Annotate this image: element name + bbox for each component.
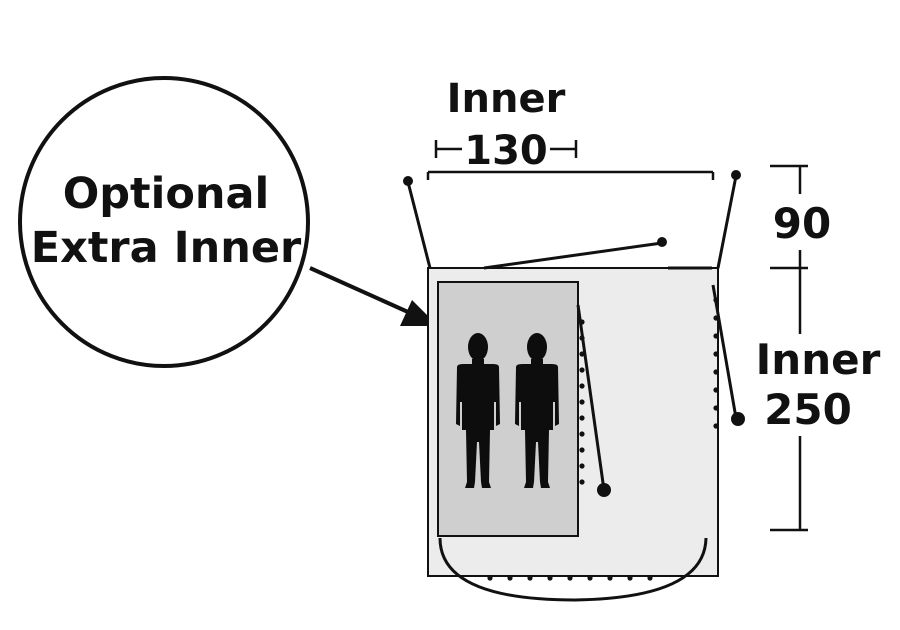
front-hoop (438, 537, 708, 602)
callout-arrow (309, 266, 438, 326)
inner-depth-label: Inner (756, 335, 881, 384)
door-zip-dots (487, 297, 719, 581)
inner-depth-value: 250 (764, 385, 852, 434)
extra-inner-tent (437, 281, 579, 537)
awning-frame (406, 175, 738, 491)
guy-pegs (403, 170, 745, 497)
callout-text-line2: Extra Inner (31, 223, 302, 273)
callout-text-line1: Optional (63, 169, 270, 219)
width-label: Inner (447, 76, 566, 122)
callout-circle (18, 76, 310, 368)
width-value: 130 (464, 128, 548, 174)
width-dimension (426, 140, 715, 180)
porch-depth-value: 90 (773, 199, 831, 248)
